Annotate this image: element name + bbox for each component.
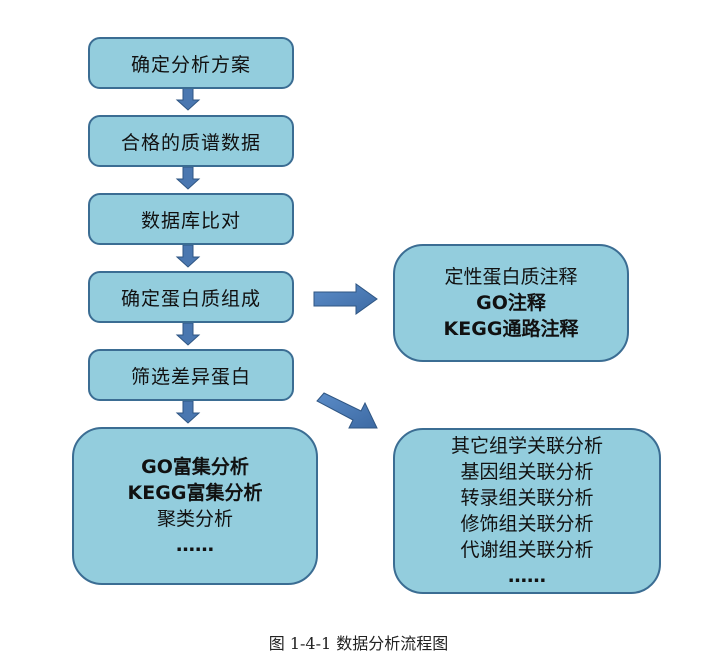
down-arrow-1 (175, 87, 201, 111)
down-arrow-5 (175, 400, 201, 424)
step-label: 筛选差异蛋白 (130, 365, 251, 388)
association-line: 转录组关联分析 (460, 487, 594, 509)
down-arrow-3 (175, 244, 201, 268)
enrichment-line-ellipsis: …… (176, 534, 214, 556)
annotation-line-go: GO注释 (476, 292, 546, 314)
step-label: 数据库比对 (140, 209, 241, 232)
association-line: 代谢组关联分析 (460, 539, 594, 561)
step-box-2: 合格的质谱数据 (88, 115, 294, 167)
association-box: 其它组学关联分析 基因组关联分析 转录组关联分析 修饰组关联分析 代谢组关联分析… (393, 428, 661, 594)
step-box-1: 确定分析方案 (88, 37, 294, 89)
association-line: 修饰组关联分析 (460, 513, 594, 535)
down-arrow-2 (175, 166, 201, 190)
step-label: 确定蛋白质组成 (120, 287, 261, 310)
annotation-line-kegg: KEGG通路注释 (443, 318, 579, 340)
step-label: 确定分析方案 (130, 53, 251, 76)
association-line-ellipsis: …… (508, 565, 546, 587)
diagonal-arrow-association (316, 392, 378, 429)
step-box-3: 数据库比对 (88, 193, 294, 245)
step-label: 合格的质谱数据 (120, 131, 261, 154)
association-line: 其它组学关联分析 (450, 435, 603, 457)
step-box-5: 筛选差异蛋白 (88, 349, 294, 401)
step-box-4: 确定蛋白质组成 (88, 271, 294, 323)
figure-caption: 图 1-4-1 数据分析流程图 (268, 634, 449, 653)
enrichment-box: GO富集分析 KEGG富集分析 聚类分析 …… (72, 427, 318, 585)
enrichment-line-cluster: 聚类分析 (156, 508, 233, 530)
enrichment-line-kegg: KEGG富集分析 (127, 482, 263, 504)
annotation-line-qualitative: 定性蛋白质注释 (444, 266, 578, 288)
down-arrow-4 (175, 322, 201, 346)
association-line: 基因组关联分析 (460, 461, 594, 483)
enrichment-line-go: GO富集分析 (141, 456, 249, 478)
annotation-box: 定性蛋白质注释 GO注释 KEGG通路注释 (393, 244, 629, 362)
right-arrow-annotation (313, 283, 378, 315)
